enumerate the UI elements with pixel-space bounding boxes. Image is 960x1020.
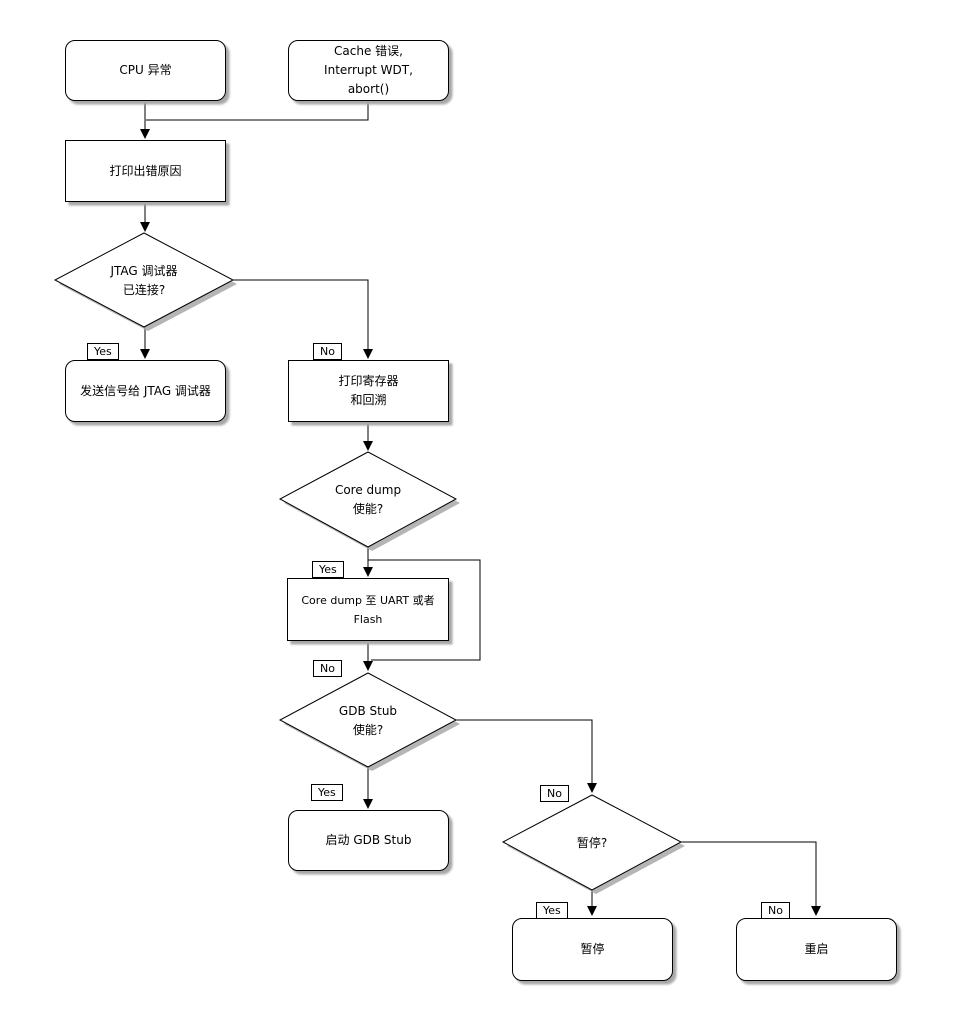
node-halt: 暂停 xyxy=(512,918,673,981)
node-coredump-uart-flash: Core dump 至 UART 或者 Flash xyxy=(287,578,449,641)
edge-label-halt-no: No xyxy=(761,902,790,919)
node-cpu-exception: CPU 异常 xyxy=(65,40,226,101)
edge-jtag-no-to-print-regs xyxy=(233,279,373,359)
decision-halt-shape xyxy=(501,794,683,891)
edge-label-coredump-no: No xyxy=(313,660,342,677)
edge-label-halt-yes: Yes xyxy=(536,902,568,919)
node-reboot: 重启 xyxy=(736,918,897,981)
edge-cache-to-merge xyxy=(146,100,369,121)
decision-coredump-shape xyxy=(278,451,458,548)
decision-gdbstub-shape xyxy=(278,672,458,768)
node-send-signal-jtag: 发送信号给 JTAG 调试器 xyxy=(65,360,226,422)
edge-label-gdb-yes: Yes xyxy=(311,784,343,801)
node-cache-error: Cache 错误, Interrupt WDT, abort() xyxy=(288,40,449,101)
edge-gdb-no-to-halt-q xyxy=(456,719,597,793)
edge-label-coredump-yes: Yes xyxy=(312,561,344,578)
node-print-error-reason: 打印出错原因 xyxy=(65,140,226,202)
decision-jtag-shape xyxy=(53,232,235,328)
node-print-registers-backtrace: 打印寄存器 和回溯 xyxy=(288,360,449,422)
edge-label-jtag-no: No xyxy=(313,343,342,360)
edge-label-jtag-yes: Yes xyxy=(87,343,119,360)
node-start-gdb-stub: 启动 GDB Stub xyxy=(288,810,449,871)
edge-coredump-no-bypass xyxy=(368,559,481,661)
edge-halt-no-to-reboot xyxy=(681,841,821,916)
edge-label-gdb-no: No xyxy=(540,785,569,802)
